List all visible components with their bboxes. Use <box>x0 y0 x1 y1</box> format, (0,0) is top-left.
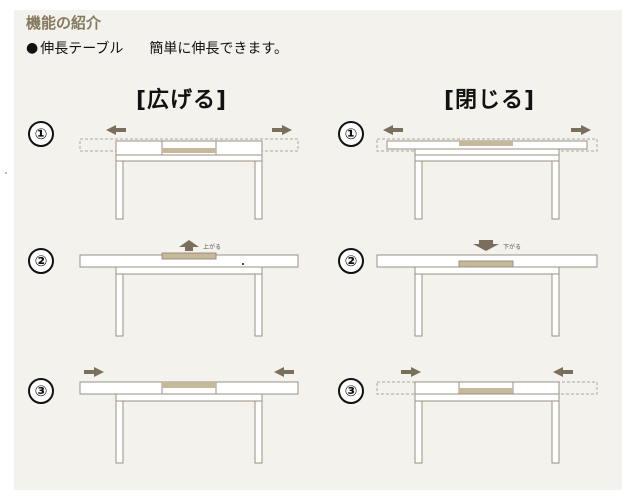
feature-line: ● 伸長テーブル 簡単に伸長できます。 <box>26 38 288 58</box>
table-leg <box>551 400 560 464</box>
close-step-1-number: ① <box>338 121 364 147</box>
open-step-3-diagram <box>79 367 299 464</box>
open-heading: [広げる] <box>136 88 228 113</box>
table-leg <box>551 160 560 220</box>
apron <box>115 266 263 275</box>
close-step-1-diagram <box>376 125 598 220</box>
section-title: 機能の紹介 <box>26 14 102 32</box>
table-leg <box>115 160 124 220</box>
arrow-up-icon <box>179 240 199 251</box>
center-leaf <box>162 382 216 388</box>
close-heading: [閉じる] <box>444 88 536 113</box>
table-leg <box>414 400 423 464</box>
table-leg <box>414 273 423 337</box>
apron <box>115 154 263 162</box>
table-leg <box>254 273 263 337</box>
center-leaf <box>161 252 217 260</box>
table-leg <box>115 400 124 464</box>
open-step-3-number: ③ <box>28 378 54 404</box>
open-step-2-diagram: 上がる <box>79 240 299 337</box>
inner-board <box>414 148 560 156</box>
content-panel: 機能の紹介 ● 伸長テーブル 簡単に伸長できます。 [広げる] [閉じる] ① … <box>14 10 622 490</box>
feature-description: 簡単に伸長できます。 <box>149 41 288 57</box>
feature-name: 伸長テーブル <box>40 41 124 57</box>
table-leg <box>551 273 560 337</box>
lower-label: 下がる <box>503 243 521 251</box>
apron <box>414 154 560 162</box>
close-step-2-number: ② <box>338 248 364 274</box>
apron <box>414 393 560 402</box>
center-leaf <box>459 141 513 146</box>
center-leaf <box>458 260 514 268</box>
center-leaf <box>459 388 513 394</box>
close-step-3-number: ③ <box>338 378 364 404</box>
marker-dot <box>242 263 244 265</box>
bullet-icon: ● <box>26 40 39 56</box>
open-step-2-number: ② <box>28 248 54 274</box>
arrow-right-icon <box>571 125 591 135</box>
close-step-2-diagram: 下がる <box>376 240 598 337</box>
apron <box>414 266 560 275</box>
open-step-1-diagram <box>79 125 299 220</box>
arrow-right-icon <box>84 367 104 377</box>
stray-mark <box>5 172 7 174</box>
table-leg <box>115 273 124 337</box>
center-leaf <box>162 148 216 153</box>
table-leg <box>254 160 263 220</box>
open-step-1-number: ① <box>28 121 54 147</box>
arrow-left-icon <box>106 125 126 135</box>
arrow-right-icon <box>401 367 421 377</box>
arrow-left-icon <box>383 125 403 135</box>
arrow-left-icon <box>274 367 294 377</box>
apron <box>115 393 263 402</box>
raise-label: 上がる <box>203 243 221 251</box>
table-leg <box>254 400 263 464</box>
arrow-left-icon <box>553 367 573 377</box>
close-step-3-diagram <box>376 367 598 464</box>
table-leg <box>414 160 423 220</box>
arrow-down-icon <box>473 240 499 251</box>
arrow-right-icon <box>272 125 292 135</box>
